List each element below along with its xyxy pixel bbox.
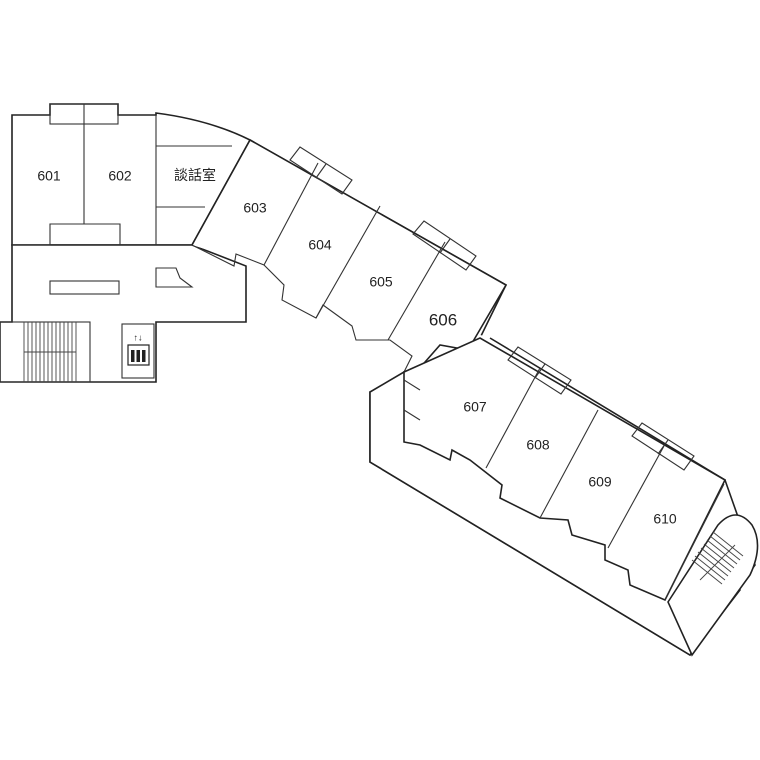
room-601-label: 601 [37,168,61,184]
room-603-label: 603 [243,200,267,216]
room-608-label: 608 [526,437,550,453]
stairs-left [0,321,91,383]
lounge-label: 談話室 [174,167,216,184]
left-block [0,103,252,383]
elevator-icon: ↑↓ [121,323,155,379]
room-602-label: 602 [108,168,132,184]
lower-wing [403,337,727,602]
room-609-label: 609 [588,474,612,490]
room-610-label: 610 [653,511,677,527]
stairs-right [667,514,759,657]
room-607-label: 607 [463,399,487,415]
svg-text:↑↓: ↑↓ [134,332,143,342]
room-605-label: 605 [369,274,393,290]
room-606-label: 606 [429,310,457,329]
room-604-label: 604 [308,237,332,253]
